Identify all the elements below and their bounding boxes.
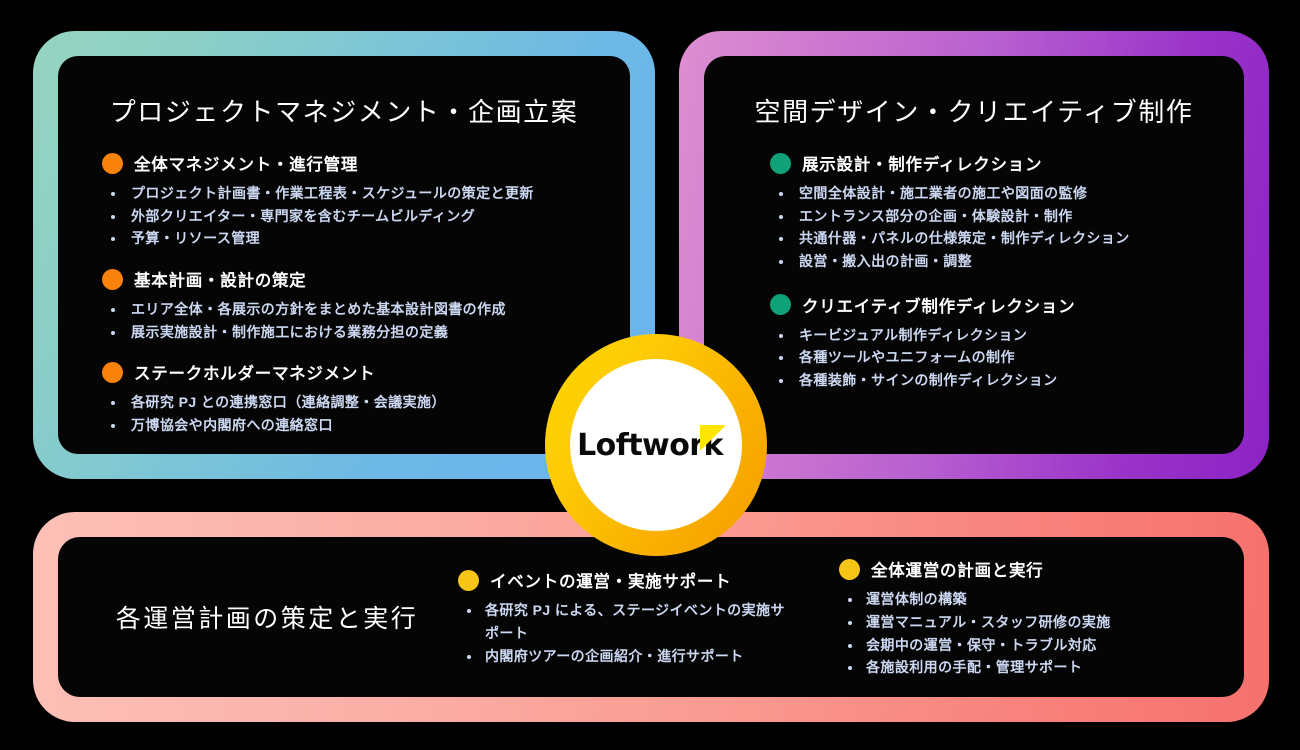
loftwork-wordmark: Loftwork <box>577 428 723 463</box>
list-item: 会期中の運営・保守・トラブル対応 <box>839 634 1209 657</box>
list-item: 各種ツールやユニフォームの制作 <box>770 346 1244 369</box>
bullet-list: キービジュアル制作ディレクション 各種ツールやユニフォームの制作 各種装飾・サイ… <box>770 324 1244 392</box>
list-item: 各種装飾・サインの制作ディレクション <box>770 369 1244 392</box>
section-header: 全体マネジメント・進行管理 <box>102 151 630 175</box>
panel-space-design-title: 空間デザイン・クリエイティブ制作 <box>754 97 1194 127</box>
section-creative-direction: クリエイティブ制作ディレクション キービジュアル制作ディレクション 各種ツールや… <box>770 293 1244 392</box>
list-item: 各研究 PJ との連携窓口（連絡調整・会議実施） <box>102 391 630 414</box>
list-item: 各研究 PJ による、ステージイベントの実施サポート <box>458 599 788 644</box>
panel-space-design: 空間デザイン・クリエイティブ制作 展示設計・制作ディレクション 空間全体設計・施… <box>679 31 1269 479</box>
bullet-list: 空間全体設計・施工業者の施工や図面の監修 エントランス部分の企画・体験設計・制作… <box>770 182 1244 273</box>
section-overall-operations: 全体運営の計画と実行 運営体制の構築 運営マニュアル・スタッフ研修の実施 会期中… <box>839 555 1209 679</box>
list-item: エリア全体・各展示の方針をまとめた基本設計図書の作成 <box>102 298 630 321</box>
panel-operations-body: 各運営計画の策定と実行 イベントの運営・実施サポート 各研究 PJ による、ステ… <box>58 537 1244 697</box>
bullet-dot-icon <box>770 294 791 316</box>
list-item: 予算・リソース管理 <box>102 227 630 250</box>
section-header: クリエイティブ制作ディレクション <box>770 293 1244 317</box>
bullet-dot-icon <box>839 558 860 580</box>
bullet-list: プロジェクト計画書・作業工程表・スケジュールの策定と更新 外部クリエイター・専門… <box>102 182 630 250</box>
bullet-dot-icon <box>102 361 123 383</box>
panel-project-management-body: プロジェクトマネジメント・企画立案 全体マネジメント・進行管理 プロジェクト計画… <box>58 56 630 454</box>
panel-project-management-sections: 全体マネジメント・進行管理 プロジェクト計画書・作業工程表・スケジュールの策定と… <box>102 151 630 437</box>
panel-operations-title: 各運営計画の策定と実行 <box>115 605 419 633</box>
list-item: エントランス部分の企画・体験設計・制作 <box>770 205 1244 228</box>
section-header: イベントの運営・実施サポート <box>458 568 839 592</box>
bullet-dot-icon <box>458 569 479 591</box>
bullet-list: 運営体制の構築 運営マニュアル・スタッフ研修の実施 会期中の運営・保守・トラブル… <box>839 588 1209 679</box>
list-item: 運営マニュアル・スタッフ研修の実施 <box>839 611 1209 634</box>
section-header: 基本計画・設計の策定 <box>102 267 630 291</box>
section-basic-planning: 基本計画・設計の策定 エリア全体・各展示の方針をまとめた基本設計図書の作成 展示… <box>102 267 630 343</box>
panel-operations: 各運営計画の策定と実行 イベントの運営・実施サポート 各研究 PJ による、ステ… <box>33 512 1269 722</box>
list-item: 共通什器・パネルの仕様策定・制作ディレクション <box>770 227 1244 250</box>
section-title: イベントの運営・実施サポート <box>490 573 732 592</box>
loftwork-logo-badge: Loftwork <box>545 334 767 556</box>
bullet-dot-icon <box>102 268 123 290</box>
section-header: 展示設計・制作ディレクション <box>770 151 1244 175</box>
section-overall-management: 全体マネジメント・進行管理 プロジェクト計画書・作業工程表・スケジュールの策定と… <box>102 151 630 250</box>
logo-triangle-icon <box>700 425 726 451</box>
list-item: 運営体制の構築 <box>839 588 1209 611</box>
bullet-list: 各研究 PJ による、ステージイベントの実施サポート 内閣府ツアーの企画紹介・進… <box>458 599 839 667</box>
bullet-list: エリア全体・各展示の方針をまとめた基本設計図書の作成 展示実施設計・制作施工にお… <box>102 298 630 343</box>
bullet-dot-icon <box>102 152 123 174</box>
bullet-dot-icon <box>770 152 791 174</box>
section-header: 全体運営の計画と実行 <box>839 557 1209 581</box>
list-item: 万博協会や内閣府への連絡窓口 <box>102 414 630 437</box>
loftwork-logo-icon: Loftwork <box>577 419 727 471</box>
list-item: 展示実施設計・制作施工における業務分担の定義 <box>102 321 630 344</box>
panel-project-management-title: プロジェクトマネジメント・企画立案 <box>109 97 579 127</box>
bullet-list: 各研究 PJ との連携窓口（連絡調整・会議実施） 万博協会や内閣府への連絡窓口 <box>102 391 630 436</box>
list-item: プロジェクト計画書・作業工程表・スケジュールの策定と更新 <box>102 182 630 205</box>
section-stakeholder-management: ステークホルダーマネジメント 各研究 PJ との連携窓口（連絡調整・会議実施） … <box>102 360 630 436</box>
logo-disc: Loftwork <box>570 359 742 531</box>
panel-operations-layout: 各運営計画の策定と実行 イベントの運営・実施サポート 各研究 PJ による、ステ… <box>58 537 1244 697</box>
panel-space-design-sections: 展示設計・制作ディレクション 空間全体設計・施工業者の施工や図面の監修 エントラ… <box>770 151 1244 392</box>
panel-project-management: プロジェクトマネジメント・企画立案 全体マネジメント・進行管理 プロジェクト計画… <box>33 31 655 479</box>
list-item: 内閣府ツアーの企画紹介・進行サポート <box>458 645 839 668</box>
panel-space-design-body: 空間デザイン・クリエイティブ制作 展示設計・制作ディレクション 空間全体設計・施… <box>704 56 1244 454</box>
section-title: 全体運営の計画と実行 <box>871 562 1044 581</box>
section-title: クリエイティブ制作ディレクション <box>802 297 1076 316</box>
section-title: 基本計画・設計の策定 <box>134 272 307 291</box>
section-header: ステークホルダーマネジメント <box>102 360 630 384</box>
section-title: 全体マネジメント・進行管理 <box>134 156 359 174</box>
section-title: 展示設計・制作ディレクション <box>802 156 1043 174</box>
list-item: キービジュアル制作ディレクション <box>770 324 1244 347</box>
list-item: 外部クリエイター・専門家を含むチームビルディング <box>102 205 630 228</box>
section-title: ステークホルダーマネジメント <box>134 365 376 384</box>
list-item: 各施設利用の手配・管理サポート <box>839 656 1209 679</box>
section-exhibition-design: 展示設計・制作ディレクション 空間全体設計・施工業者の施工や図面の監修 エントラ… <box>770 151 1244 273</box>
list-item: 設営・搬入出の計画・調整 <box>770 250 1244 273</box>
section-event-operations: イベントの運営・実施サポート 各研究 PJ による、ステージイベントの実施サポー… <box>458 566 839 667</box>
list-item: 空間全体設計・施工業者の施工や図面の監修 <box>770 182 1244 205</box>
